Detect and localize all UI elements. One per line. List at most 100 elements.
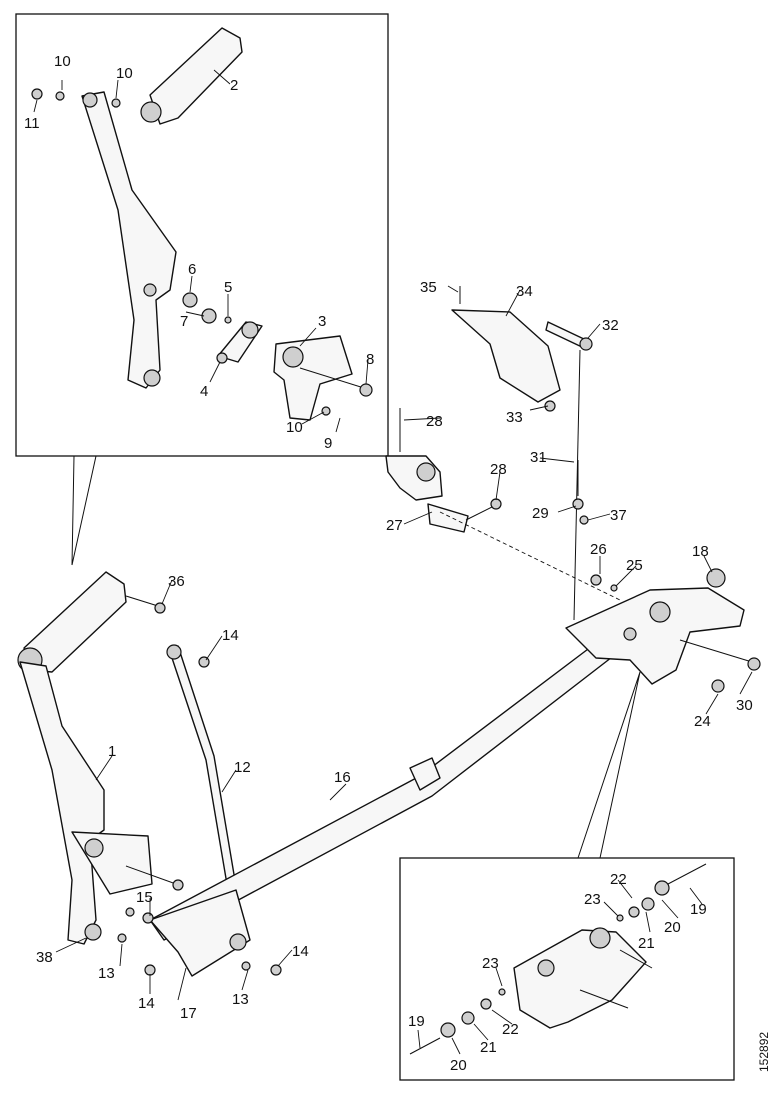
bushing [140, 101, 162, 123]
callout-3: 3 [318, 313, 326, 330]
callout-8: 8 [366, 351, 374, 368]
washer [440, 1022, 456, 1038]
callout-19: 19 [690, 901, 707, 918]
bushing [649, 601, 671, 623]
bushing [589, 927, 611, 949]
nut [490, 498, 502, 510]
washer [111, 98, 121, 108]
washer [125, 907, 135, 917]
callout-11: 11 [24, 115, 40, 132]
assembly-line [439, 511, 621, 601]
bushing [628, 906, 640, 918]
bolt [679, 639, 753, 663]
callout-28: 28 [426, 413, 443, 430]
bushing [480, 998, 492, 1010]
bushing [182, 292, 198, 308]
callout-14: 14 [292, 943, 309, 960]
callout-20: 20 [664, 919, 681, 936]
callout-4: 4 [200, 383, 208, 400]
callout-10: 10 [54, 53, 71, 70]
plate-part [427, 503, 469, 533]
ball-joint [579, 337, 593, 351]
bushing [282, 346, 304, 368]
bolt [125, 595, 159, 607]
bushing [623, 627, 637, 641]
callout-14: 14 [138, 995, 155, 1012]
callout-6: 6 [188, 261, 196, 278]
bracket-part [451, 309, 561, 403]
callout-21: 21 [480, 1039, 497, 1056]
upper-arm-part [149, 27, 243, 125]
washer [241, 961, 251, 971]
bolt [667, 863, 707, 885]
leader-lines [417, 879, 703, 1055]
rod-part [573, 349, 581, 621]
nut [144, 964, 156, 976]
callout-23: 23 [584, 891, 601, 908]
inset-top-left [15, 13, 389, 457]
inset-pointer [71, 455, 97, 566]
callout-16: 16 [334, 769, 351, 786]
ball-joint [166, 644, 182, 660]
pivot [82, 92, 98, 108]
washer [654, 880, 670, 896]
bushing [416, 462, 436, 482]
callout-33: 34 [516, 283, 533, 300]
bushing [537, 959, 555, 977]
callout-labels: 10 10 11 2 6 5 7 3 8 4 10 9 36 14 1 12 1… [24, 53, 753, 1074]
callout-24: 24 [694, 713, 711, 730]
lever-part [81, 91, 177, 389]
callout-21: 21 [638, 935, 655, 952]
bushing [241, 321, 259, 339]
callout-13: 13 [98, 965, 115, 982]
pivot [84, 923, 102, 941]
callout-27: 27 [386, 517, 403, 534]
callout-28: 28 [490, 461, 507, 478]
callout-30: 31 [530, 449, 547, 466]
bushing [201, 308, 217, 324]
bolt [125, 865, 177, 885]
nut [142, 912, 154, 924]
inset-pointer [577, 671, 641, 859]
nut [579, 515, 589, 525]
callout-17: 17 [180, 1005, 197, 1022]
callout-31: 32 [602, 317, 619, 334]
shaft-joint [409, 757, 441, 791]
pivot [143, 369, 161, 387]
callout-10: 10 [286, 419, 303, 436]
callout-15: 15 [136, 889, 153, 906]
nut [590, 574, 602, 586]
washer [321, 406, 331, 416]
callout-1: 1 [108, 743, 116, 760]
callout-7: 7 [180, 313, 188, 330]
callout-19: 19 [408, 1013, 425, 1030]
bushing [641, 897, 655, 911]
nut [31, 88, 43, 100]
nut [270, 964, 282, 976]
bolt [579, 989, 629, 1009]
callout-38: 38 [36, 949, 53, 966]
main-assembly [17, 285, 761, 1001]
bolt [619, 949, 653, 969]
washer [498, 988, 506, 996]
callout-5: 5 [224, 279, 232, 296]
washer [224, 316, 232, 324]
bracket-part [565, 587, 745, 685]
callout-18: 18 [692, 543, 709, 560]
bolt [299, 367, 365, 389]
bracket-part [149, 889, 251, 977]
bushing [216, 352, 228, 364]
callout-22: 22 [502, 1021, 519, 1038]
nut [747, 657, 761, 671]
callout-12: 12 [234, 759, 251, 776]
leader-lines [33, 69, 369, 433]
reference-number: 152892 [757, 1032, 771, 1072]
nut [172, 879, 184, 891]
callout-34: 35 [420, 279, 437, 296]
nut [711, 679, 725, 693]
leader-lines [55, 285, 753, 1001]
nut [359, 383, 373, 397]
callout-35: 30 [736, 697, 753, 714]
callout-10: 10 [116, 65, 133, 82]
